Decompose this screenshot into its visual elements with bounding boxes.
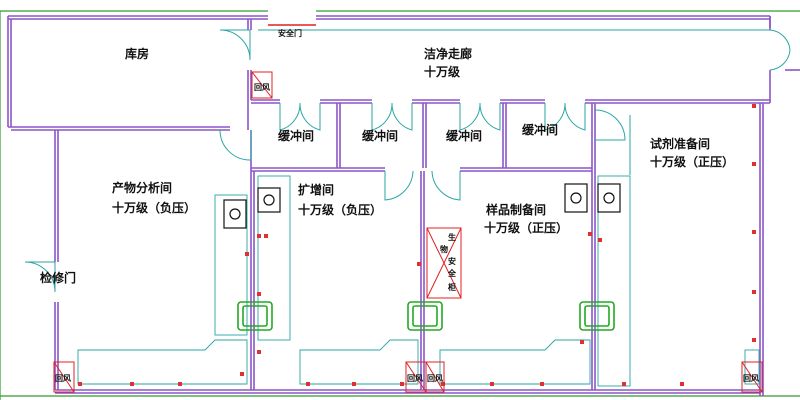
room-analysis-grade: 十万级（负压）: [112, 200, 196, 215]
socket-icon: [257, 187, 281, 213]
outer-boundary: [0, 10, 800, 400]
room-reagent-prep-grade: 十万级（正压）: [650, 154, 734, 169]
interior-walls: [7, 15, 800, 396]
return-air-label: 回风: [407, 374, 423, 383]
return-air-label: 回风: [254, 83, 270, 92]
room-amplification-grade: 十万级（负压）: [298, 202, 382, 217]
room-amplification-label: 扩增间: [298, 182, 334, 197]
return-air-icon: [251, 71, 273, 99]
sink-icon: [579, 301, 615, 331]
sink-icon: [407, 301, 443, 331]
lab-benches: [77, 175, 760, 387]
room-analysis-label: 产物分析间: [112, 180, 172, 195]
return-air-label: 回风: [427, 374, 443, 383]
socket-icon: [564, 183, 588, 213]
room-buffer1-label: 缓冲间: [278, 128, 314, 143]
cabinet-char: 全: [447, 268, 457, 278]
cabinet-char: 安: [448, 256, 456, 266]
room-corridor-label: 洁净走廊: [424, 46, 472, 61]
wash-sinks: [237, 301, 615, 331]
socket-icon: [597, 183, 621, 213]
room-sample-prep-grade: 十万级（正压）: [484, 220, 568, 235]
cabinet-char: 物: [440, 244, 448, 254]
room-buffer2-label: 缓冲间: [362, 128, 398, 143]
return-air-icon: [53, 361, 75, 393]
return-air-icon: [425, 361, 445, 393]
cabinet-char: 生: [448, 232, 456, 242]
safety-door-label: 安全门: [278, 28, 302, 38]
socket-icon: [223, 199, 247, 229]
room-storage-label: 库房: [125, 46, 149, 61]
power-sockets: [223, 183, 621, 229]
room-reagent-prep-label: 试剂准备间: [650, 136, 710, 151]
return-air-label: 回风: [743, 374, 759, 383]
room-corridor-grade: 十万级: [424, 64, 460, 79]
cabinet-char: 柜: [447, 282, 456, 292]
return-air-icon: [741, 361, 763, 393]
air-outlet-markers: [78, 104, 756, 386]
biosafety-cabinet: [426, 227, 462, 299]
door-swings: [24, 29, 791, 293]
room-sample-prep-label: 样品制备间: [486, 202, 546, 217]
maintenance-door-label: 检修门: [40, 270, 76, 285]
room-buffer3-label: 缓冲间: [446, 128, 482, 143]
sink-icon: [237, 301, 273, 331]
return-air-label: 回风: [55, 374, 71, 383]
room-buffer4-label: 缓冲间: [522, 122, 558, 137]
return-air-grilles: [53, 71, 763, 393]
